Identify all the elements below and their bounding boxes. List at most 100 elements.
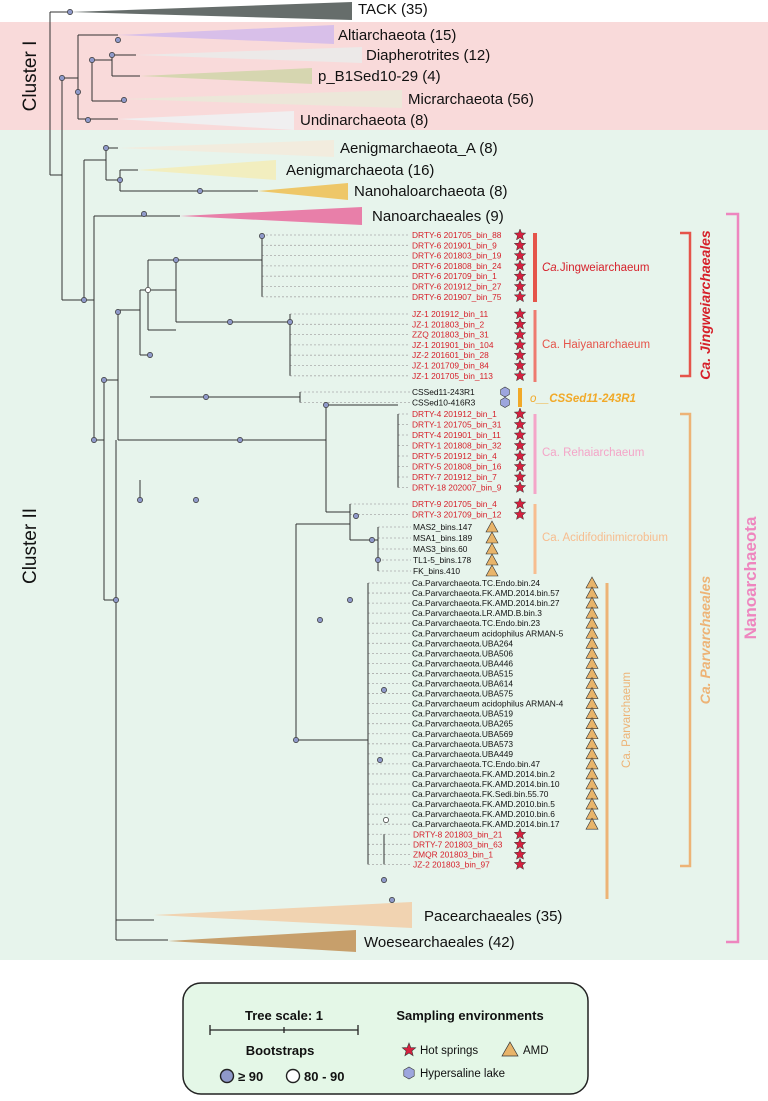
hot-springs-star-icon xyxy=(513,327,527,341)
bootstrap-node xyxy=(85,117,91,123)
parv-order-bracket xyxy=(680,412,692,868)
clade-label: Micrarchaeota (56) xyxy=(408,91,534,108)
leaf-label: TL1-5_bins.178 xyxy=(413,555,472,565)
aenigmarchaeota-a-triangle xyxy=(118,140,334,157)
leaf-label: Ca.Parvarchaeota.UBA573 xyxy=(412,739,513,749)
hot-springs-star-icon xyxy=(513,459,527,472)
hypersaline-hexagon-icon xyxy=(403,1066,415,1080)
leaf-label: Ca.Parvarchaeota.FK.AMD.2014.bin.2 xyxy=(412,769,555,779)
leaf-label: Ca.Parvarchaeota.UBA449 xyxy=(412,749,513,759)
bootstrap-node xyxy=(381,687,387,693)
leaf-label: DRTY-9 201705_bin_4 xyxy=(412,499,497,509)
bootstrap-node xyxy=(227,319,233,325)
hot-springs-star-icon xyxy=(513,449,527,462)
leaf-label: FK_bins.410 xyxy=(413,566,460,576)
parvarchaeum-genus-label: Ca. Parvarchaeum xyxy=(621,672,633,768)
leaf-label: Ca.Parvarchaeota.UBA569 xyxy=(412,729,513,739)
nanohaloarchaeota-triangle xyxy=(258,183,348,200)
hot-springs-star-icon xyxy=(401,1042,417,1057)
tree-branches xyxy=(49,11,258,941)
leaf-label: MAS3_bins.60 xyxy=(413,544,468,554)
leaf-label: JZ-1 201803_bin_2 xyxy=(412,319,485,329)
legend-boot-high: ≥ 90 xyxy=(238,1069,263,1084)
leaf-label: MSA1_bins.189 xyxy=(413,533,472,543)
cssed-name: CSSed11-243R1 xyxy=(549,393,636,405)
legend: Tree scale: 1 Bootstraps ≥ 90 80 - 90 Sa… xyxy=(182,982,589,1095)
leaf-label: DRTY-5 201912_bin_4 xyxy=(412,451,497,461)
hot-springs-star-icon xyxy=(513,307,527,320)
leaf-label: Ca.Parvarchaeota.FK.AMD.2014.bin.17 xyxy=(412,819,560,829)
hot-springs-star-icon xyxy=(513,417,527,430)
bootstrap-node xyxy=(369,537,375,543)
aenigmarchaeota-triangle xyxy=(138,160,276,180)
bootstrap-node xyxy=(59,75,65,81)
clade-label: Nanoarchaeales (9) xyxy=(372,208,504,225)
leaf-label: Ca.Parvarchaeota.LR.AMD.B.bin.3 xyxy=(412,608,542,618)
leaf-label: DRTY-6 201912_bin_27 xyxy=(412,282,502,292)
leaf-label: DRTY-3 201709_bin_12 xyxy=(412,510,502,520)
leaf-label: Ca.Parvarchaeota.UBA515 xyxy=(412,668,513,678)
bootstrap-node xyxy=(115,309,121,315)
hot-springs-star-icon xyxy=(513,827,527,840)
cluster2-label: Cluster II xyxy=(20,508,41,584)
hot-springs-star-icon xyxy=(513,837,527,850)
clade-label: Diapherotrites (12) xyxy=(366,47,490,64)
altiarchaeota-triangle xyxy=(118,25,334,44)
legend-sampling: Sampling environments xyxy=(396,1008,543,1023)
hot-springs-star-icon xyxy=(513,348,527,361)
hot-springs-star-icon xyxy=(513,269,527,282)
leaf-label: Ca.Parvarchaeum acidophilus ARMAN-4 xyxy=(412,699,564,709)
bootstrap-node xyxy=(197,188,203,194)
bootstrap-node xyxy=(317,617,323,623)
leaf-label: MAS2_bins.147 xyxy=(413,522,472,532)
leaf-label: DRTY-4 201912_bin_1 xyxy=(412,409,497,419)
bootstrap-node xyxy=(75,89,81,95)
nanoarchaeales-triangle xyxy=(180,207,362,225)
hot-springs-star-icon xyxy=(513,358,527,371)
bootstrap-node xyxy=(193,497,199,503)
collapsed-clades xyxy=(70,2,412,952)
bootstrap-node xyxy=(353,513,359,519)
clade-label: TACK (35) xyxy=(358,1,428,18)
bootstrap-node xyxy=(287,319,293,325)
leaf-label: Ca.Parvarchaeota.TC.Endo.bin.47 xyxy=(412,759,540,769)
legend-bootstraps: Bootstraps xyxy=(246,1043,315,1058)
leaf-label: DRTY-1 201705_bin_31 xyxy=(412,420,502,430)
leaf-label: DRTY-7 201912_bin_7 xyxy=(412,472,497,482)
leaf-label: JZ-1 201901_bin_104 xyxy=(412,340,494,350)
bootstrap-node xyxy=(147,352,153,358)
leaf-label: DRTY-5 201808_bin_16 xyxy=(412,462,502,472)
leaf-label: JZ-1 201709_bin_84 xyxy=(412,361,489,371)
nano-phylum-bracket xyxy=(726,212,740,944)
leaf-label: ZMQR 201803_bin_1 xyxy=(413,849,493,859)
undinarchaeota-triangle xyxy=(118,111,294,130)
leaf-label: JZ-2 201803_bin_97 xyxy=(413,859,490,869)
hypersaline-hexagon-icon xyxy=(500,386,510,398)
clade-label: Pacearchaeales (35) xyxy=(424,908,562,925)
hot-springs-star-icon xyxy=(513,507,527,520)
hot-springs-star-icon xyxy=(513,238,527,251)
leaf-label: Ca.Parvarchaeota.UBA614 xyxy=(412,679,513,689)
jingwei-genus-label: Ca.Jingweiarchaeum xyxy=(542,262,649,274)
hot-springs-star-icon xyxy=(513,248,527,262)
amd-triangle-icon xyxy=(485,564,499,577)
bootstrap-node xyxy=(203,394,209,400)
clade-label: Nanohaloarchaeota (8) xyxy=(354,183,507,200)
bootstrap-mid-icon xyxy=(285,1068,301,1084)
leaf-label: JZ-1 201912_bin_11 xyxy=(412,309,489,319)
leaf-label: Ca.Parvarchaeota.FK.AMD.2014.bin.27 xyxy=(412,598,560,608)
leaf-label: Ca.Parvarchaeota.FK.AMD.2010.bin.6 xyxy=(412,809,555,819)
b1sed-triangle xyxy=(140,68,312,84)
rehai-genus-label: Ca. Rehaiarchaeum xyxy=(542,447,644,459)
cssed-prefix: o__ xyxy=(530,393,549,405)
hypersaline-hexagon-icon xyxy=(500,397,510,408)
nano-phylum-label: Nanoarchaeota xyxy=(741,516,760,639)
leaf-label: DRTY-6 201901_bin_9 xyxy=(412,240,497,250)
hot-springs-star-icon xyxy=(513,497,527,510)
clade-label: Woesearchaeales (42) xyxy=(364,934,515,951)
legend-hypersaline: Hypersaline lake xyxy=(420,1068,505,1080)
leaf-label: DRTY-6 201705_bin_88 xyxy=(412,230,502,240)
leaf-label: ZZQ 201803_bin_31 xyxy=(412,330,489,340)
